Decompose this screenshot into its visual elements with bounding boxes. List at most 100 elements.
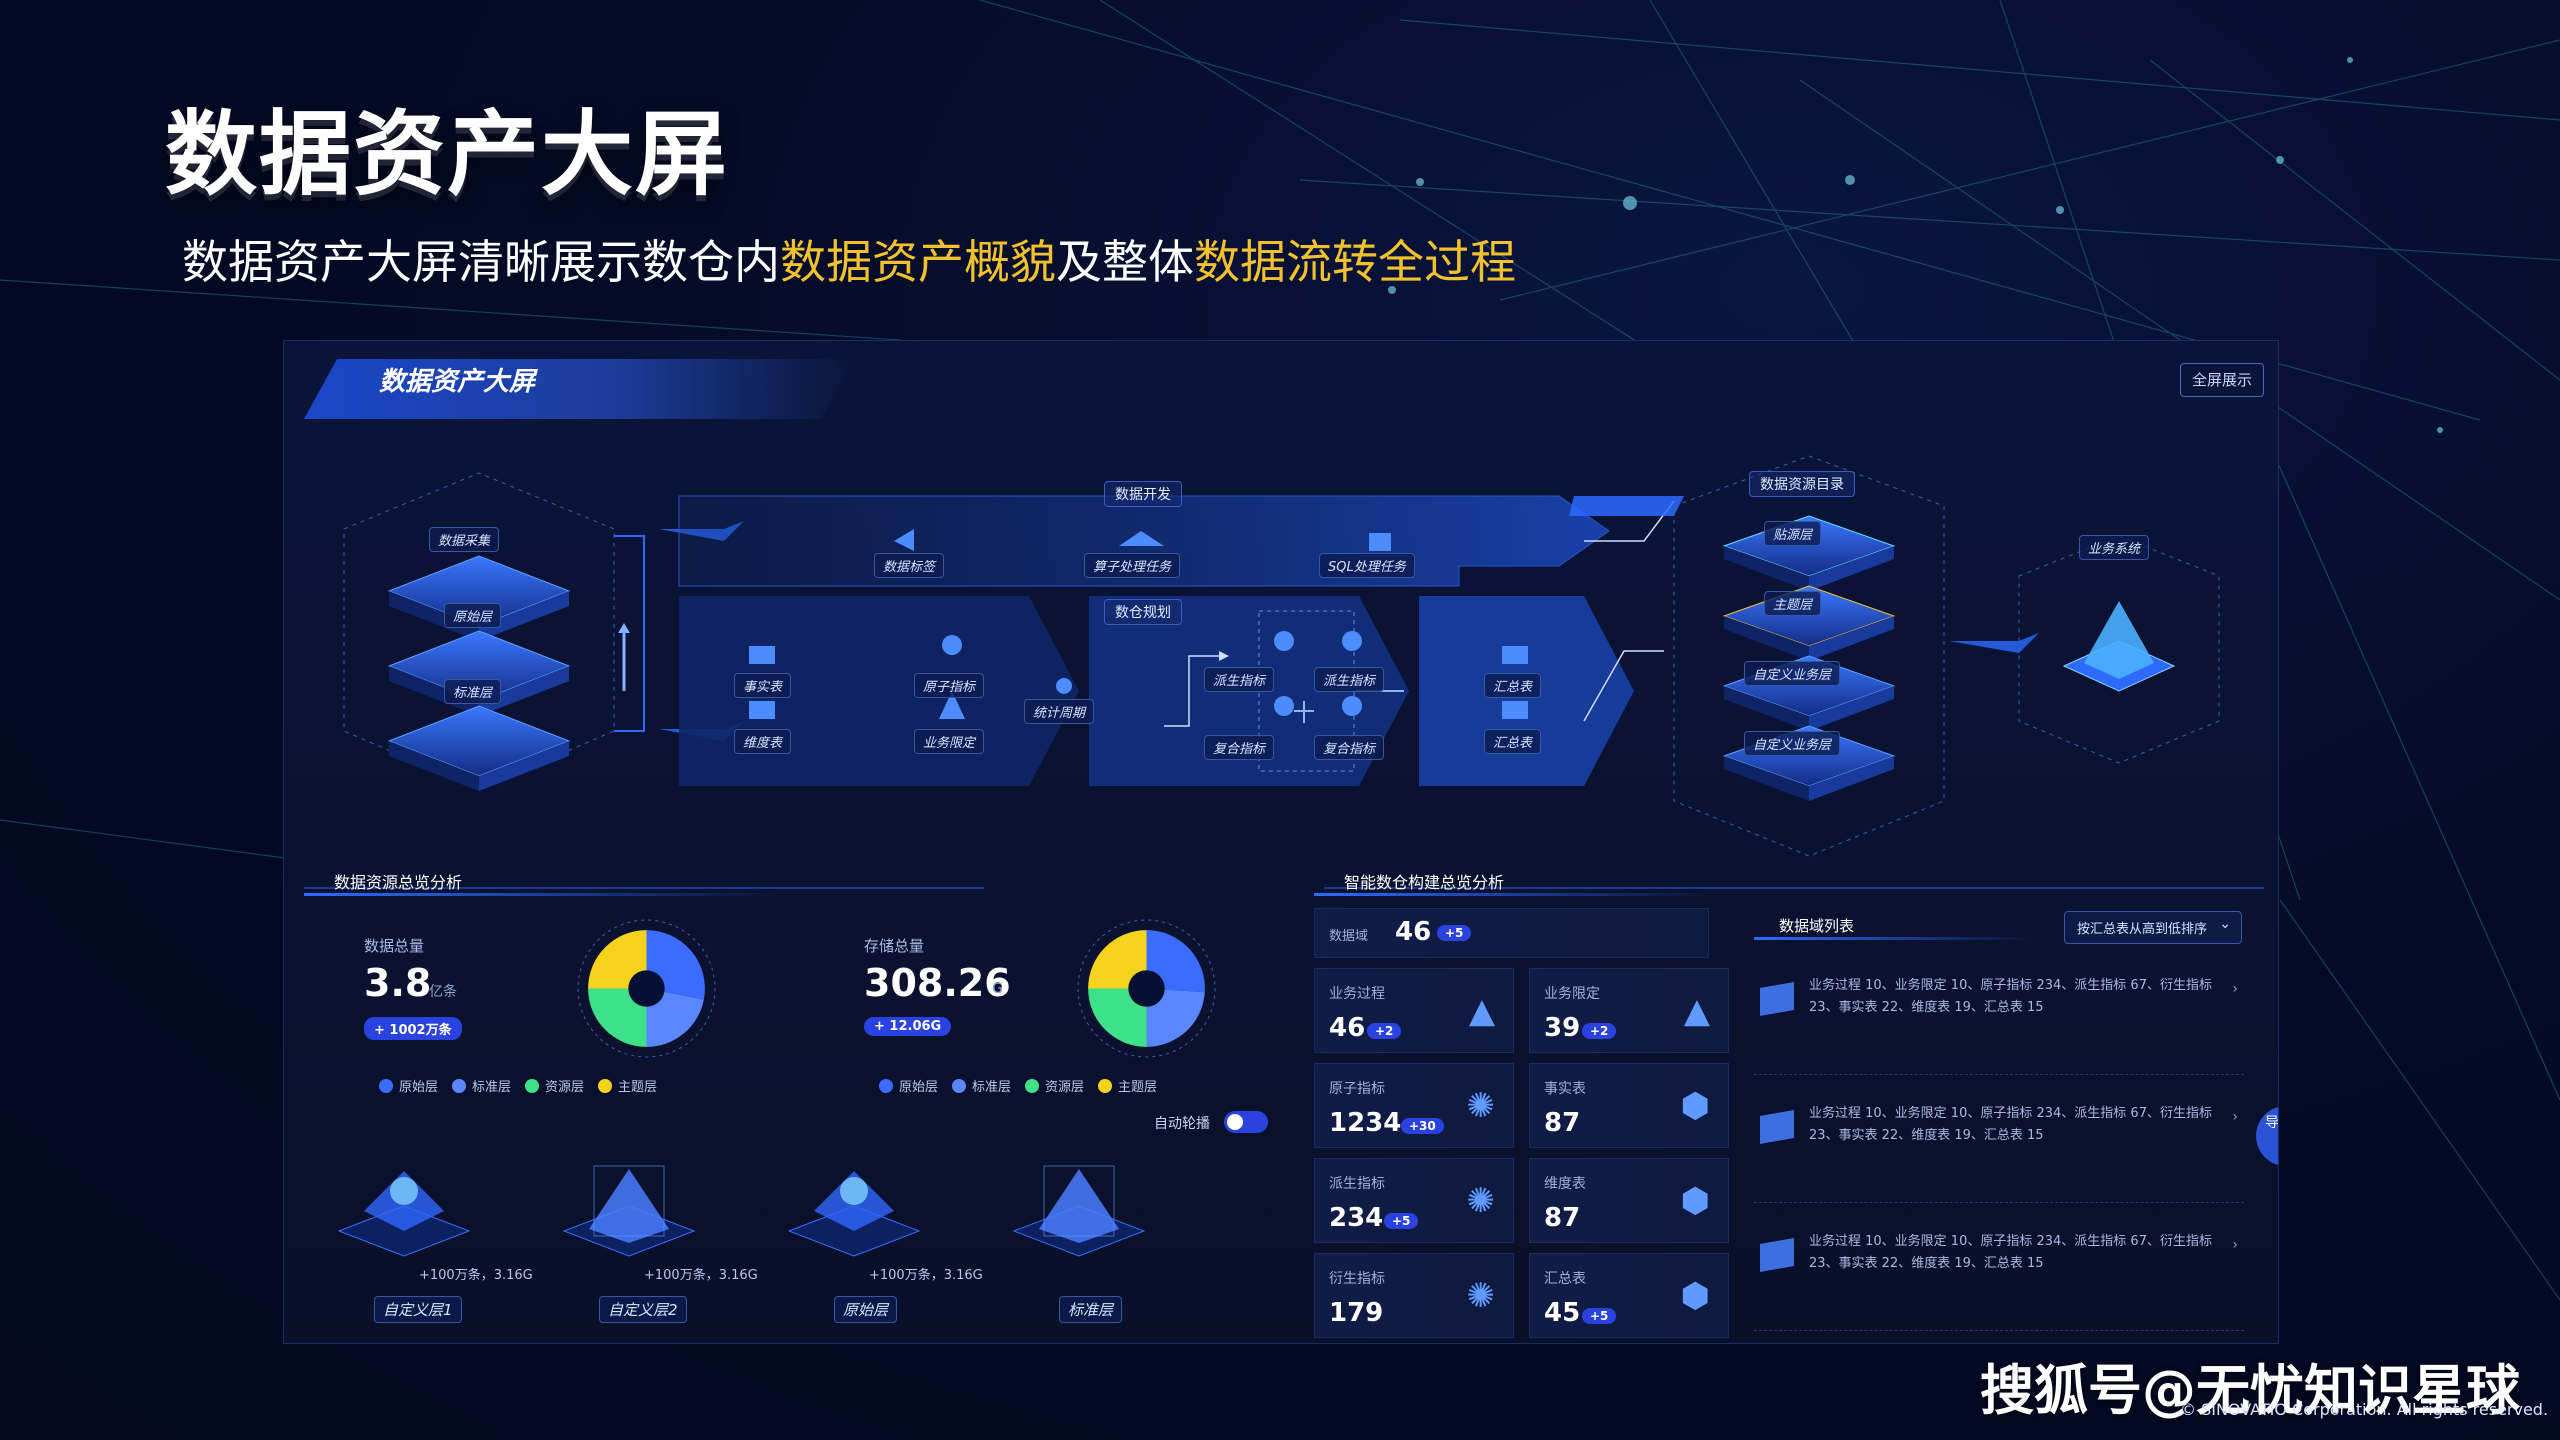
flow-plan-summary-2: 汇总表 [1484, 729, 1542, 754]
metric-card[interactable]: 衍生指标 179 ✺ [1314, 1253, 1514, 1338]
donut-slice [1088, 988, 1147, 1047]
panel-title: 数据资产大屏 [379, 367, 536, 397]
subtitle-middle: 及整体 [1056, 235, 1194, 289]
legend-dot [525, 1078, 540, 1093]
metric-card-label: 衍生指标 [1329, 1271, 1385, 1287]
domain-row-line-1: 业务过程 10、业务限定 10、原子指标 234、派生指标 67、衍生指标 [1809, 1234, 2212, 1249]
metric-card-delta: +5 [1384, 1213, 1419, 1229]
legend-label: 资源层 [1045, 1080, 1085, 1095]
total-volume-delta: + 1002万条 [364, 1017, 462, 1040]
slide-title: 数据资产大屏 [165, 101, 730, 208]
cube-icon [1760, 1238, 1794, 1272]
resource-overview-header: 数据资源总览分析 [334, 873, 463, 892]
catalog-layer-source: 贴源层 [1764, 521, 1822, 546]
slide-subtitle: 数据资产大屏清晰展示数仓内数据资产概貌及整体数据流转全过程 [182, 226, 1516, 292]
layer-name-std[interactable]: 标准层 [1059, 1296, 1123, 1323]
catalog-layer-custom-1: 自定义业务层 [1744, 661, 1841, 686]
layer-stat-custom-2: +100万条，3.16G [644, 1268, 758, 1283]
legend-label: 原始层 [899, 1080, 939, 1095]
donut-slice [588, 930, 647, 989]
flow-dev-sql: SQL处理任务 [1319, 553, 1415, 578]
metric-card-value: 87 [1544, 1203, 1581, 1233]
fullscreen-button[interactable]: 全屏展示 [2180, 363, 2264, 397]
legend-item-raw: 原始层 [879, 1076, 938, 1095]
metric-card-value: 87 [1544, 1108, 1581, 1138]
flow-plan-composite-2: 复合指标 [1314, 735, 1385, 760]
metric-card[interactable]: 维度表 87 ⬢ [1529, 1158, 1729, 1243]
flow-plan-derived-1: 派生指标 [1204, 667, 1275, 692]
chevron-right-icon[interactable]: › [2232, 1109, 2238, 1125]
domain-list-row[interactable]: 业务过程 10、业务限定 10、原子指标 234、派生指标 67、衍生指标 23… [1754, 963, 2244, 1075]
layer-name-custom-2[interactable]: 自定义层2 [599, 1296, 687, 1323]
total-volume-label: 数据总量 [364, 937, 425, 955]
domain-row-line-2: 23、事实表 22、维度表 19、汇总表 15 [1809, 1256, 2044, 1271]
flow-plan-fact: 事实表 [734, 673, 792, 698]
metric-card[interactable]: 事实表 87 ⬢ [1529, 1063, 1729, 1148]
atom-icon: ✺ [1466, 1276, 1496, 1316]
donut-slice [646, 991, 704, 1047]
flow-label-std: 标准层 [444, 679, 502, 704]
panel-title-bar [304, 359, 854, 419]
legend-dot [1025, 1078, 1040, 1093]
side-nav-tab[interactable]: 导航 [2256, 1106, 2278, 1166]
donut-slice [646, 930, 705, 1000]
legend-dot [452, 1078, 467, 1093]
metric-card-label: 事实表 [1544, 1081, 1586, 1097]
auto-rotate-toggle[interactable] [1224, 1111, 1268, 1133]
flow-dev-operator: 算子处理任务 [1084, 553, 1181, 578]
metric-card-value: 179 [1329, 1298, 1384, 1328]
layer-name-custom-1[interactable]: 自定义层1 [374, 1296, 462, 1323]
domain-list-underline [1754, 937, 2034, 940]
subtitle-highlight-2: 数据流转全过程 [1194, 235, 1516, 289]
auto-rotate-label: 自动轮播 [1154, 1116, 1210, 1132]
metric-card-value: 234 [1329, 1203, 1384, 1233]
metric-card-label: 原子指标 [1329, 1081, 1385, 1097]
storage-total-delta: + 12.06G [864, 1017, 952, 1036]
sort-select[interactable]: 按汇总表从高到低排序⌄ [2064, 911, 2243, 944]
metric-card[interactable]: 汇总表 45 +5 ⬢ [1529, 1253, 1729, 1338]
cube-icon: ⬢ [1680, 1086, 1710, 1126]
domain-list-row[interactable]: 业务过程 10、业务限定 10、原子指标 234、派生指标 67、衍生指标 23… [1754, 1219, 2244, 1331]
metric-card[interactable]: 业务过程 46 +2 ▲ [1314, 968, 1514, 1053]
chevron-right-icon[interactable]: › [2232, 1237, 2238, 1253]
metric-card[interactable]: 原子指标 1234 +30 ✺ [1314, 1063, 1514, 1148]
atom-icon: ✺ [1466, 1181, 1496, 1221]
legend-item-resource: 资源层 [1025, 1076, 1084, 1095]
metric-card-value: 45 [1544, 1298, 1581, 1328]
legend-item-theme: 主题层 [598, 1076, 657, 1095]
metric-card-label: 汇总表 [1544, 1271, 1586, 1287]
donut-slice [588, 988, 647, 1047]
layer-illustrations [337, 1165, 1146, 1257]
metric-card-label: 业务过程 [1329, 986, 1385, 1002]
resource-overview-underline [304, 893, 784, 896]
legend-storage: 原始层 标准层 资源层 主题层 [879, 1076, 1157, 1095]
metric-card-delta: +30 [1401, 1118, 1444, 1134]
smart-build-underline [1314, 893, 1714, 896]
domain-row-line-2: 23、事实表 22、维度表 19、汇总表 15 [1809, 1000, 2044, 1015]
legend-volume: 原始层 标准层 资源层 主题层 [379, 1076, 657, 1095]
donut-slice [1088, 930, 1147, 989]
legend-dot [379, 1078, 393, 1093]
domain-list-row[interactable]: 业务过程 10、业务限定 10、原子指标 234、派生指标 67、衍生指标 23… [1754, 1091, 2244, 1203]
legend-item-raw: 原始层 [379, 1076, 438, 1095]
subtitle-highlight-1: 数据资产概貌 [780, 235, 1056, 289]
metric-card[interactable]: 派生指标 234 +5 ✺ [1314, 1158, 1514, 1243]
domain-row-line-1: 业务过程 10、业务限定 10、原子指标 234、派生指标 67、衍生指标 [1809, 978, 2212, 993]
layer-stat-raw: +100万条，3.16G [869, 1268, 983, 1283]
cube-icon: ⬢ [1680, 1276, 1710, 1316]
legend-label: 标准层 [472, 1080, 512, 1095]
legend-item-theme: 主题层 [1098, 1076, 1157, 1095]
chevron-right-icon[interactable]: › [2232, 981, 2238, 997]
flow-plan-title: 数仓规划 [1104, 599, 1182, 625]
metric-card[interactable]: 业务限定 39 +2 ▲ [1529, 968, 1729, 1053]
subtitle-prefix: 数据资产大屏清晰展示数仓内 [182, 235, 780, 289]
domain-count-delta: +5 [1437, 925, 1472, 941]
donut-chart-volume [577, 919, 716, 1058]
total-volume-value: 3.8 [364, 961, 432, 1005]
donut-slice [1146, 989, 1205, 1047]
flow-biz-system-title: 业务系统 [2079, 535, 2150, 560]
metric-card-value: 46 [1329, 1013, 1366, 1043]
legend-label: 标准层 [972, 1080, 1012, 1095]
layer-name-raw[interactable]: 原始层 [834, 1296, 898, 1323]
storage-total-value: 308.26 [864, 961, 1011, 1005]
